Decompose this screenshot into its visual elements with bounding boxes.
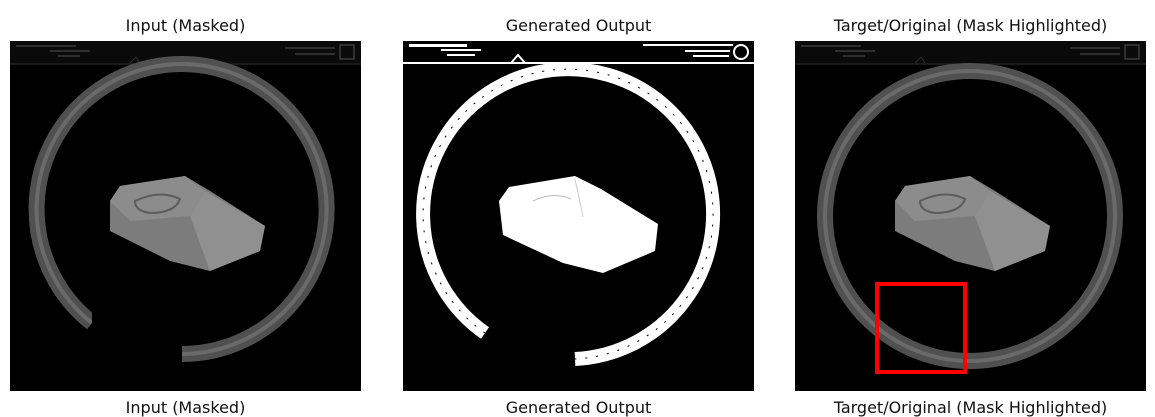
panel-input-masked: Input (Masked) Input (Masked) <box>10 0 361 417</box>
panel-generated-output: Generated Output Generated Output <box>403 0 754 417</box>
panel-title: Target/Original (Mask Highlighted) <box>833 16 1108 35</box>
panel-target-original: Target/Original (Mask Highlighted) Targe… <box>795 0 1146 417</box>
input-masked-image <box>10 41 361 391</box>
panel-caption: Generated Output <box>505 398 652 417</box>
mask-highlight-box <box>875 282 967 374</box>
target-original-image <box>795 41 1146 391</box>
panel-title: Input (Masked) <box>125 16 246 35</box>
panel-caption: Target/Original (Mask Highlighted) <box>833 398 1108 417</box>
panel-caption: Input (Masked) <box>125 398 246 417</box>
panel-title: Generated Output <box>505 16 652 35</box>
generated-output-image <box>403 41 754 391</box>
